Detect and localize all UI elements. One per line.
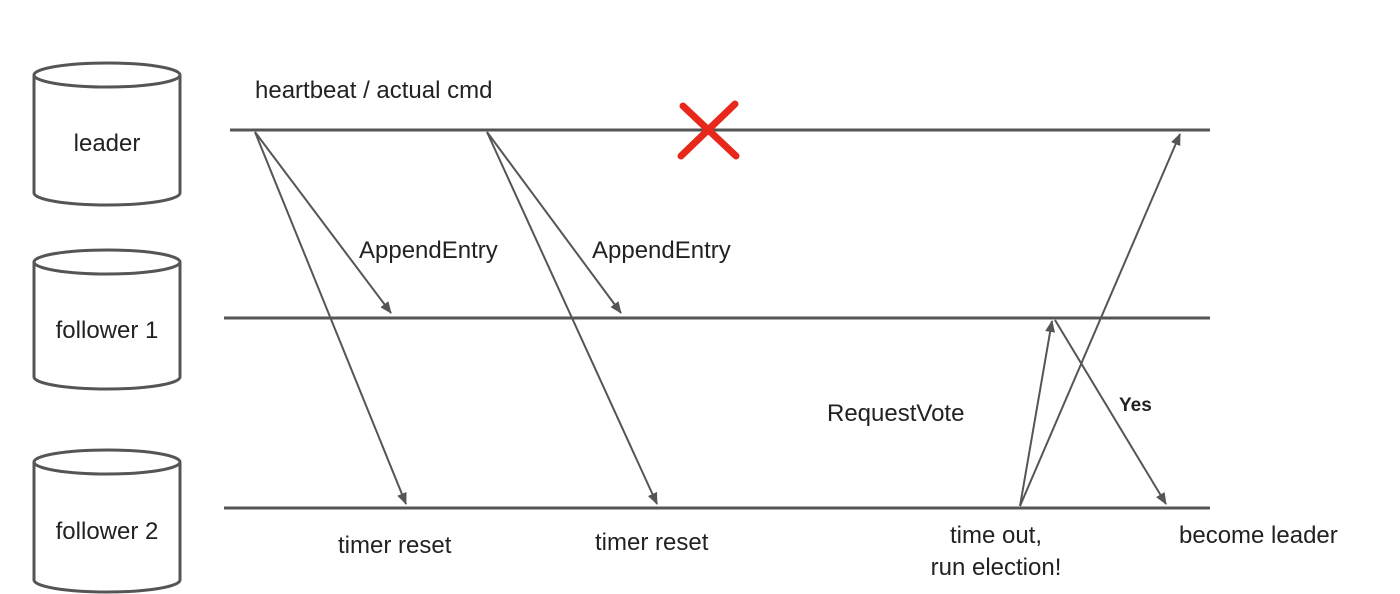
database-cylinder-icon <box>32 61 182 207</box>
append-entry-arrow-1-to-follower-1 <box>254 131 392 314</box>
database-cylinder-icon <box>32 248 182 391</box>
append-entry-arrow-2-to-follower-1 <box>486 131 622 314</box>
append-entry-label-1: AppendEntry <box>359 237 498 264</box>
request-vote-arrow-to-follower-1 <box>1019 320 1056 507</box>
timeout-label-line-2: run election! <box>931 554 1062 581</box>
red-cross-icon <box>677 100 740 160</box>
database-cylinder-icon <box>32 448 182 594</box>
append-entry-label-2: AppendEntry <box>592 237 731 264</box>
timeout-label-line-1: time out, <box>950 522 1042 549</box>
follower-1-node: follower 1 <box>32 248 182 391</box>
yes-vote-arrow-to-follower-2 <box>1054 319 1167 505</box>
heartbeat-label: heartbeat / actual cmd <box>255 77 492 104</box>
request-vote-arrow-to-leader <box>1019 133 1181 507</box>
heartbeat-arrow-2-to-follower-2 <box>486 131 658 505</box>
timer-reset-label-1: timer reset <box>338 532 452 559</box>
follower-2-node-label: follower 2 <box>56 518 159 545</box>
leader-node-label: leader <box>74 130 141 157</box>
request-vote-label: RequestVote <box>827 400 964 427</box>
follower-1-node-label: follower 1 <box>56 317 159 344</box>
timer-reset-label-2: timer reset <box>595 529 709 556</box>
leader-node: leader <box>32 61 182 207</box>
heartbeat-arrow-1-to-follower-2 <box>254 131 407 505</box>
yes-vote-label: Yes <box>1119 395 1152 416</box>
follower-2-node: follower 2 <box>32 448 182 594</box>
become-leader-label: become leader <box>1179 522 1338 549</box>
